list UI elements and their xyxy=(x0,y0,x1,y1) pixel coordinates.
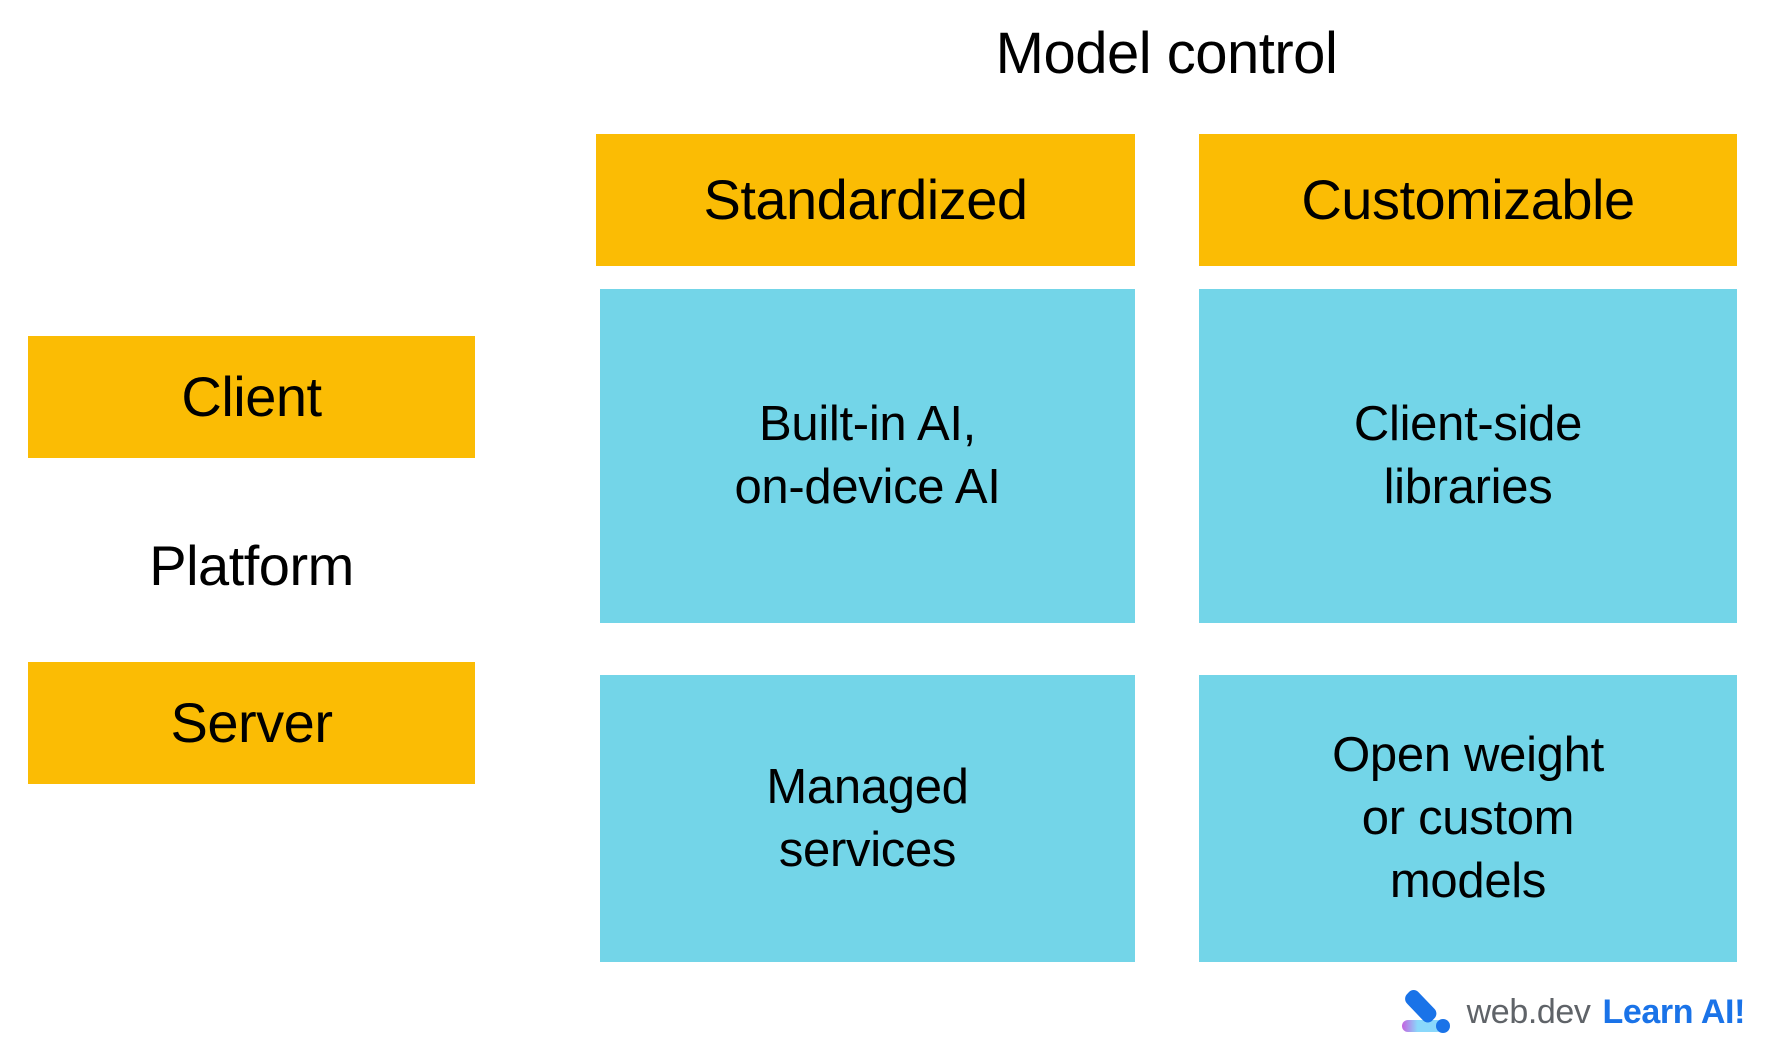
column-header-label: Standardized xyxy=(703,168,1028,231)
page-title: Model control xyxy=(995,21,1338,86)
matrix-cell-server-customizable: Open weight or custom models xyxy=(1199,675,1737,962)
matrix-cell-server-standardized: Managed services xyxy=(600,675,1135,962)
column-header-standardized: Standardized xyxy=(596,134,1135,266)
brand-lockup: web.dev Learn AI! xyxy=(1399,986,1745,1038)
matrix-cell-client-customizable: Client-side libraries xyxy=(1199,289,1737,623)
row-header-client: Client xyxy=(28,336,475,458)
row-header-server: Server xyxy=(28,662,475,784)
column-header-customizable: Customizable xyxy=(1199,134,1737,266)
matrix-cell-client-standardized: Built-in AI, on-device AI xyxy=(600,289,1135,623)
row-header-label: Client xyxy=(181,365,322,428)
axis-label-platform: Platform xyxy=(149,534,354,597)
column-header-label: Customizable xyxy=(1301,168,1635,231)
webdev-chevron-dot-logo-icon xyxy=(1401,990,1450,1033)
brand-tagline-learn-ai: Learn AI! xyxy=(1602,993,1746,1031)
row-header-label: Server xyxy=(170,691,333,754)
brand-name-webdev: web.dev xyxy=(1466,993,1591,1031)
